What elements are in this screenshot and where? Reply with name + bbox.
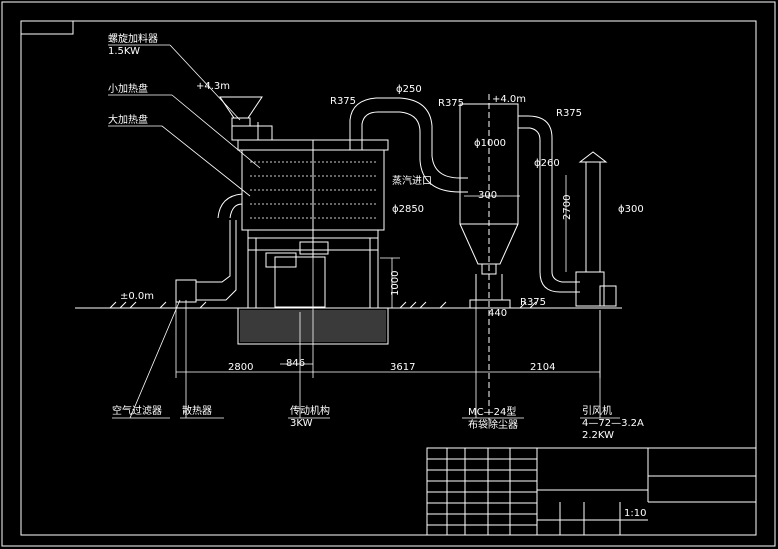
inlet-duct bbox=[175, 193, 243, 303]
dim-2700: 2700 bbox=[562, 195, 573, 220]
label-drive-power: 3KW bbox=[290, 418, 313, 429]
top-duct bbox=[349, 97, 468, 193]
dim-r375-a: R375 bbox=[330, 96, 356, 107]
dim-440: 440 bbox=[488, 308, 507, 319]
dim-elev-collector: +4.0m bbox=[492, 94, 526, 105]
label-dust-collector: 布袋除尘器 bbox=[468, 418, 518, 431]
label-drive: 传动机构 bbox=[290, 404, 330, 417]
dim-phi1000: ϕ1000 bbox=[474, 138, 506, 149]
dim-r375-b: R375 bbox=[438, 98, 464, 109]
label-air-filter: 空气过滤器 bbox=[112, 404, 162, 417]
label-screw-feeder-power: 1.5KW bbox=[108, 46, 140, 57]
title-block bbox=[426, 447, 757, 536]
dim-3617: 3617 bbox=[390, 362, 415, 373]
label-radiator: 散热器 bbox=[182, 404, 212, 417]
dim-2104: 2104 bbox=[530, 362, 555, 373]
dim-1000: 1000 bbox=[390, 271, 401, 296]
label-steam-inlet: 蒸汽进口 bbox=[392, 174, 432, 187]
dim-phi260: ϕ260 bbox=[534, 158, 560, 169]
dust-collector bbox=[459, 94, 519, 420]
drawing-frame bbox=[20, 20, 757, 536]
fan bbox=[575, 151, 617, 307]
dim-phi2850: ϕ2850 bbox=[392, 204, 424, 215]
dim-phi300: ϕ300 bbox=[618, 204, 644, 215]
dim-300: 300 bbox=[478, 190, 497, 201]
dim-r375-d: R375 bbox=[520, 297, 546, 308]
title-block-scale: 1:10 bbox=[624, 508, 646, 519]
dim-elev-zero: ±0.0m bbox=[120, 291, 154, 302]
label-dust-collector-model: MC—24型 bbox=[468, 405, 516, 418]
label-fan-model: 4—72—3.2A bbox=[582, 418, 644, 429]
drive-mechanism bbox=[265, 241, 329, 308]
label-fan-power: 2.2KW bbox=[582, 430, 614, 441]
label-large-tray: 大加热盘 bbox=[108, 113, 148, 126]
label-fan: 引风机 bbox=[582, 404, 612, 417]
dim-elev-top: +4.3m bbox=[196, 81, 230, 92]
dim-846: 846 bbox=[286, 358, 305, 369]
dim-phi250: ϕ250 bbox=[396, 84, 422, 95]
label-screw-feeder: 螺旋加料器 bbox=[108, 32, 158, 45]
dim-2800: 2800 bbox=[228, 362, 253, 373]
dim-r375-c: R375 bbox=[556, 108, 582, 119]
dimension-lines bbox=[175, 175, 601, 378]
corner-label-box bbox=[20, 20, 74, 35]
outlet-duct bbox=[518, 115, 580, 293]
screw-feeder bbox=[219, 96, 273, 141]
label-small-tray: 小加热盘 bbox=[108, 82, 148, 95]
